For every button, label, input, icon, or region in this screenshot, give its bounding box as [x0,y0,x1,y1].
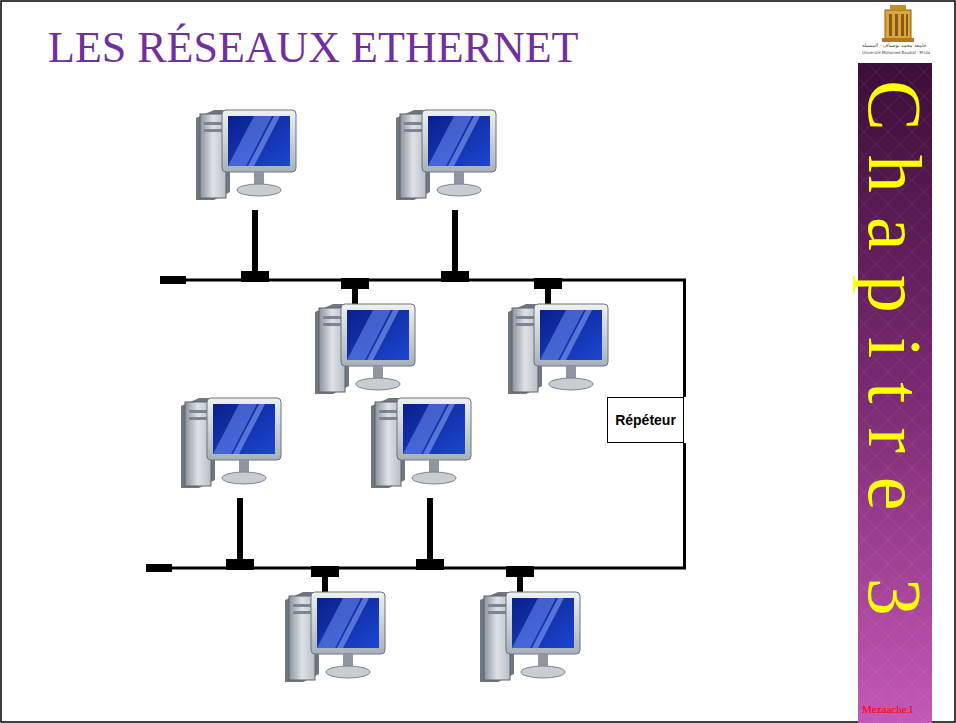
computer-station [181,398,281,570]
computer-station [371,398,471,570]
computer-station [508,278,608,394]
computer-station [285,566,385,682]
computer-station [480,566,580,682]
node-label: Répéteur [615,412,676,428]
university-name-arabic: جامعة محمد بوضياف - المسيلة [862,43,927,48]
repeater-box: Répéteur [607,397,684,443]
university-logo [882,5,914,42]
computer-station [315,278,415,394]
author-name: Mezaache.I [862,704,913,715]
computer-station [196,110,296,282]
computer-station [396,110,496,282]
chapter-heading: Chapitre 3 [857,80,933,640]
slide-title: LES RÉSEAUX ETHERNET [48,22,578,73]
university-name-french: Université Mohamed Boudiaf - M'sila [862,51,930,55]
